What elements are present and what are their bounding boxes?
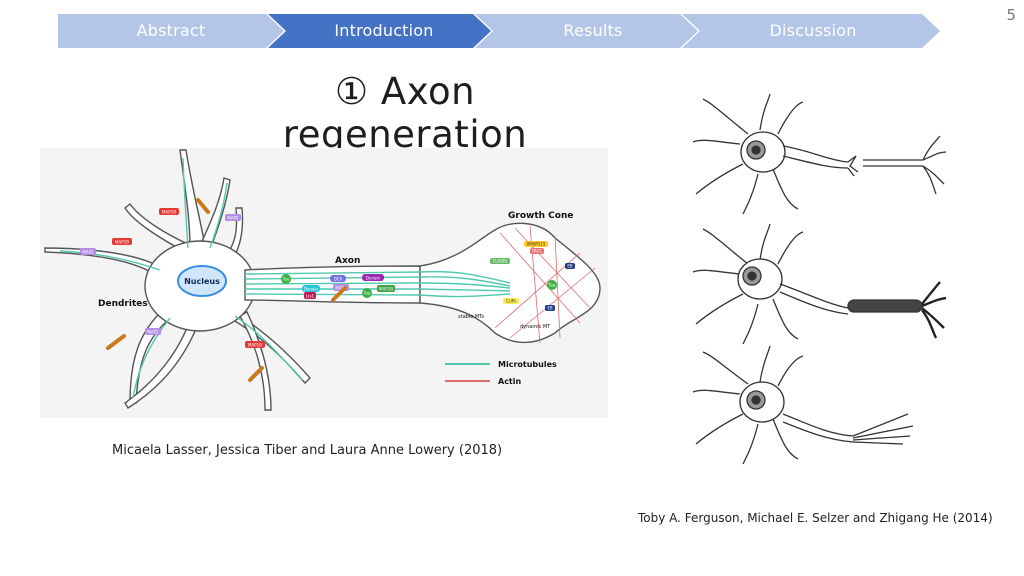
tag-dcx: DCX: [334, 277, 343, 282]
decorative-rods: [106, 198, 347, 382]
breadcrumb-step-introduction[interactable]: Introduction: [334, 21, 434, 40]
tag-dynein-b: Dynein: [304, 287, 319, 292]
tag-map2-d: MAP2: [335, 286, 347, 291]
tag-clasps: CLASPs: [493, 259, 508, 264]
tag-map1b-a: MAP1B: [162, 210, 176, 215]
legend-label-microtubules: Microtubules: [498, 360, 557, 369]
tag-map2-b: MAP2: [227, 216, 239, 221]
neuron-regenerated: [692, 345, 914, 465]
neuron-cytoskeleton-svg: Nucleus Growth Cone Axon Dendrites stabl…: [40, 148, 608, 418]
breadcrumb-step-results-shape: [475, 14, 698, 48]
slide-number: 5: [1006, 6, 1016, 24]
right-figure-caption: Toby A. Ferguson, Michael E. Selzer and …: [638, 511, 993, 525]
tag-tau-a: Tau: [282, 277, 290, 282]
stable-mts-label: stable MTs: [458, 314, 484, 320]
legend: Microtubules Actin: [445, 360, 557, 386]
tag-eb: EB: [567, 264, 573, 269]
growth-cone-label: Growth Cone: [508, 211, 573, 221]
tag-eb-b: EB: [547, 306, 553, 311]
breadcrumb-step-discussion-shape: [682, 14, 940, 48]
tag-tacc: TACC: [531, 249, 543, 254]
legend-label-actin: Actin: [498, 377, 522, 386]
nucleus-label: Nucleus: [184, 277, 220, 286]
tag-map1b-c: MAP1B: [248, 343, 262, 348]
neuron-injured: [692, 93, 947, 215]
regeneration-figure: [688, 93, 958, 490]
left-figure-caption: Micaela Lasser, Jessica Tiber and Laura …: [112, 443, 503, 458]
breadcrumb-step-discussion[interactable]: Discussion: [769, 21, 857, 40]
neuron-cytoskeleton-figure: Nucleus Growth Cone Axon Dendrites stabl…: [40, 148, 608, 418]
tag-map2-c: MAP2: [147, 330, 159, 335]
neuron-regrowing: [692, 223, 947, 345]
tag-tau-c: Tau: [548, 283, 556, 288]
breadcrumb-step-introduction-shape: [268, 14, 491, 48]
tag-clips: CLIPs: [506, 299, 517, 304]
tag-map1b-d: MAP1B: [379, 287, 393, 292]
axon-label: Axon: [335, 256, 360, 266]
tag-xmap215: XMAP215: [527, 242, 546, 247]
tag-lis1: Lis1: [306, 294, 314, 299]
breadcrumb-step-abstract[interactable]: Abstract: [136, 21, 206, 40]
dynamic-mt-label: dynamic MT: [520, 324, 551, 330]
dendrites-label: Dendrites: [98, 299, 148, 309]
growth-cone-actin: [494, 225, 596, 344]
nucleus-shape: [177, 265, 227, 297]
breadcrumb-step-abstract-shape: [58, 14, 284, 48]
regeneration-svg: [692, 93, 947, 465]
page-title: ① Axon regeneration: [282, 70, 528, 156]
protein-tags: MAP1B MAP2 MAP2 MAP2 MAP1B MAP2 MAP1B Ta…: [80, 208, 575, 348]
tag-dynein-a: Dynein: [366, 276, 381, 281]
tag-map1b-b: MAP1B: [115, 240, 129, 245]
axon-microtubules: [59, 157, 511, 399]
breadcrumb-chevrons: [58, 14, 940, 48]
tag-map2-a: MAP2: [82, 250, 94, 255]
tag-tau-b: Tau: [363, 291, 371, 296]
breadcrumb-step-results[interactable]: Results: [563, 21, 623, 40]
breadcrumb: Abstract Introduction Results Discussion: [58, 14, 940, 48]
